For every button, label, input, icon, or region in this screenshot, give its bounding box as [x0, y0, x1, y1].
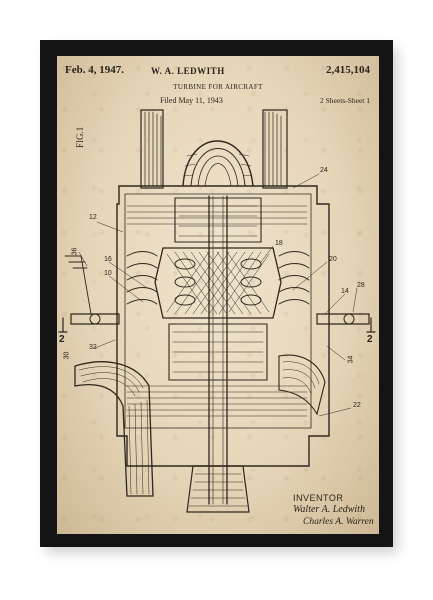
ref-numeral-32: 32 — [89, 344, 97, 351]
ref-numeral-34: 34 — [347, 355, 355, 364]
patent-title: TURBINE FOR AIRCRAFT — [173, 83, 263, 91]
patent-inventor-name: W. A. LEDWITH — [151, 66, 225, 76]
section-marker-left: 2 — [59, 334, 65, 345]
ref-numeral-14: 14 — [341, 288, 349, 295]
patent-sheets: 2 Sheets-Sheet 1 — [320, 96, 370, 105]
figure-label: FIG.1 — [75, 126, 85, 148]
ref-numeral-22: 22 — [353, 402, 361, 409]
ref-numeral-12: 12 — [89, 214, 97, 221]
ref-numeral-36: 36 — [71, 247, 79, 256]
inventor-label: INVENTOR — [293, 493, 344, 503]
patent-filed-date: Filed May 11, 1943 — [160, 96, 223, 105]
ref-numeral-28: 28 — [357, 282, 365, 289]
section-marker-right: 2 — [367, 334, 373, 345]
ref-numeral-24: 24 — [320, 167, 328, 174]
ref-numeral-30: 30 — [63, 351, 71, 360]
ref-numeral-10: 10 — [104, 270, 112, 277]
patent-number: 2,415,104 — [326, 64, 370, 76]
patent-date: Feb. 4, 1947. — [65, 64, 124, 76]
turbine-drawing — [58, 109, 376, 513]
ref-numeral-18: 18 — [275, 240, 283, 247]
attorney-signature: Charles A. Warren — [303, 517, 374, 527]
ref-numeral-16: 16 — [104, 256, 112, 263]
patent-print: Feb. 4, 1947. W. A. LEDWITH 2,415,104 TU… — [57, 56, 379, 534]
inventor-signature: Walter A. Ledwith — [293, 504, 365, 515]
ref-numeral-20: 20 — [329, 256, 337, 263]
